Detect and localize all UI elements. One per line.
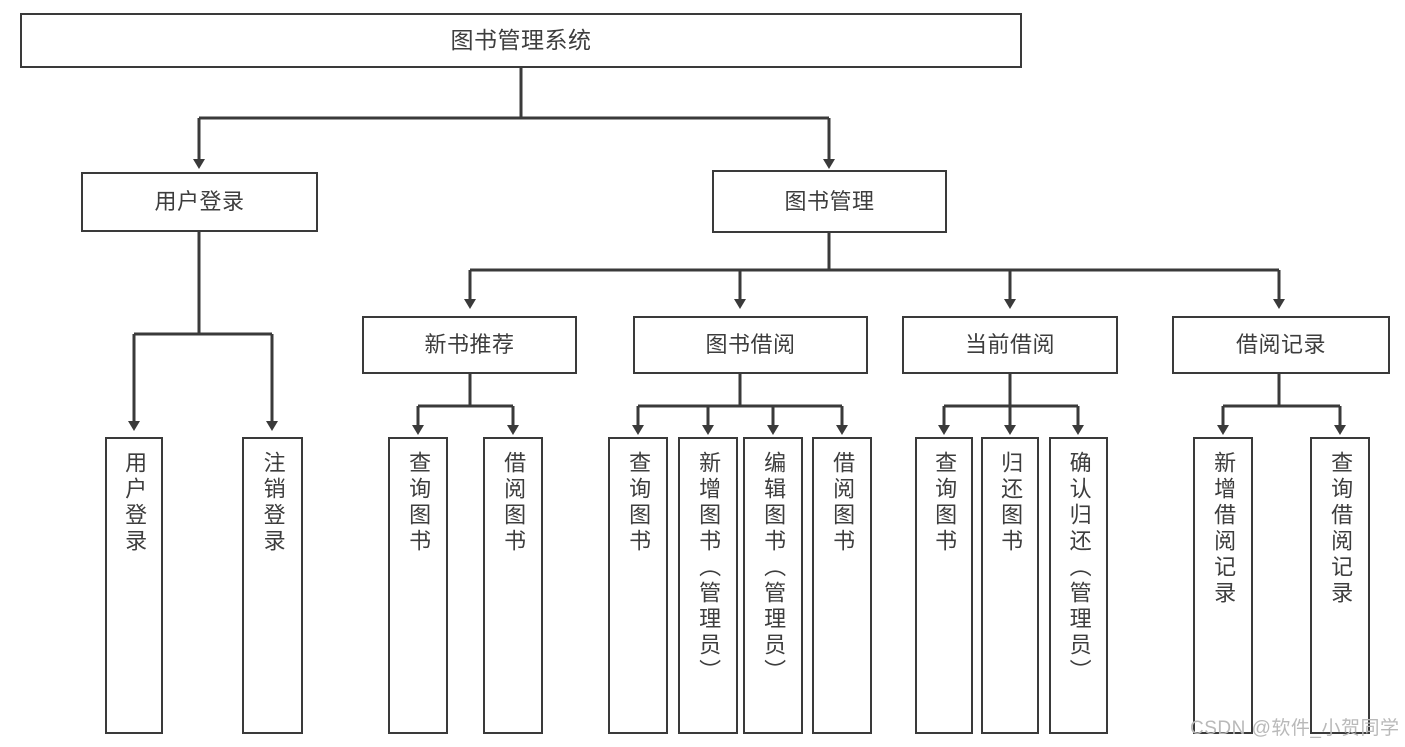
node-label: 查询图书 [626,451,652,555]
node-label: 新增图书（管理员） [696,451,722,685]
leaf-confirm-return-admin[interactable]: 确认归还（管理员） [1049,437,1108,734]
node-label: 图书借阅 [705,332,796,358]
node-label: 查询借阅记录 [1328,451,1354,607]
node-label: 编辑图书（管理员） [761,451,787,685]
node-label: 用户登录 [154,189,245,215]
node-label: 确认归还（管理员） [1066,451,1092,685]
node-label: 用户登录 [122,451,148,555]
leaf-add-borrowing-record[interactable]: 新增借阅记录 [1193,437,1253,734]
node-label: 借阅图书 [501,451,527,555]
leaf-edit-book-admin[interactable]: 编辑图书（管理员） [743,437,803,734]
node-label: 新书推荐 [424,332,515,358]
node-label: 查询图书 [406,451,432,555]
node-user-login[interactable]: 用户登录 [81,172,318,232]
leaf-add-book-admin[interactable]: 新增图书（管理员） [678,437,738,734]
leaf-logout[interactable]: 注销登录 [242,437,303,734]
node-new-book-recommendation[interactable]: 新书推荐 [362,316,577,374]
node-label: 图书管理系统 [450,26,592,53]
node-borrowing-records[interactable]: 借阅记录 [1172,316,1390,374]
leaf-query-book-new-books[interactable]: 查询图书 [388,437,448,734]
leaf-borrow-book-borrowing[interactable]: 借阅图书 [812,437,872,734]
node-label: 图书管理 [784,188,875,214]
node-label: 当前借阅 [964,332,1055,358]
leaf-query-book-current[interactable]: 查询图书 [915,437,973,734]
leaf-query-book-borrowing[interactable]: 查询图书 [608,437,668,734]
leaf-return-book[interactable]: 归还图书 [981,437,1039,734]
node-current-borrowing[interactable]: 当前借阅 [902,316,1118,374]
node-label: 借阅记录 [1235,332,1326,358]
csdn-watermark: CSDN @软件_小贺同学 [1190,718,1400,739]
node-label: 注销登录 [260,451,286,555]
node-label: 借阅图书 [830,451,856,555]
leaf-user-login[interactable]: 用户登录 [105,437,163,734]
node-root-book-management-system[interactable]: 图书管理系统 [20,13,1022,68]
node-label: 查询图书 [932,451,958,555]
leaf-query-borrowing-record[interactable]: 查询借阅记录 [1310,437,1370,734]
node-book-borrowing[interactable]: 图书借阅 [633,316,868,374]
node-label: 新增借阅记录 [1211,451,1237,607]
node-label: 归还图书 [998,451,1024,555]
node-book-management[interactable]: 图书管理 [712,170,947,233]
leaf-borrow-book-new-books[interactable]: 借阅图书 [483,437,543,734]
